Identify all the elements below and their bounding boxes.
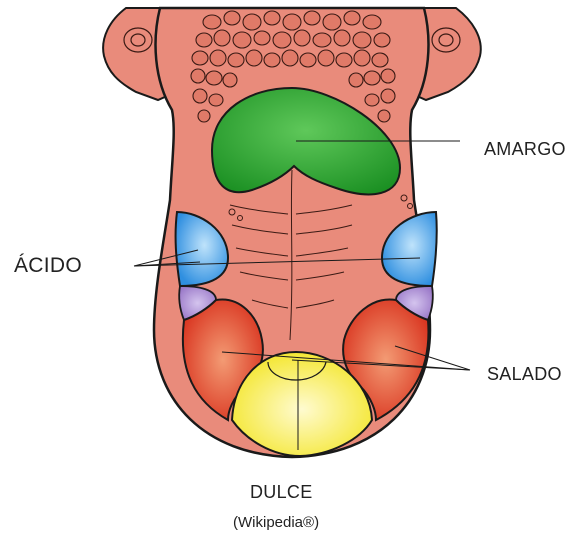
label-sour: ÁCIDO xyxy=(14,254,82,278)
label-sweet: DULCE xyxy=(250,482,313,503)
label-bitter: AMARGO xyxy=(484,139,566,160)
label-salty: SALADO xyxy=(487,364,562,385)
credit-text: (Wikipedia®) xyxy=(233,514,319,531)
